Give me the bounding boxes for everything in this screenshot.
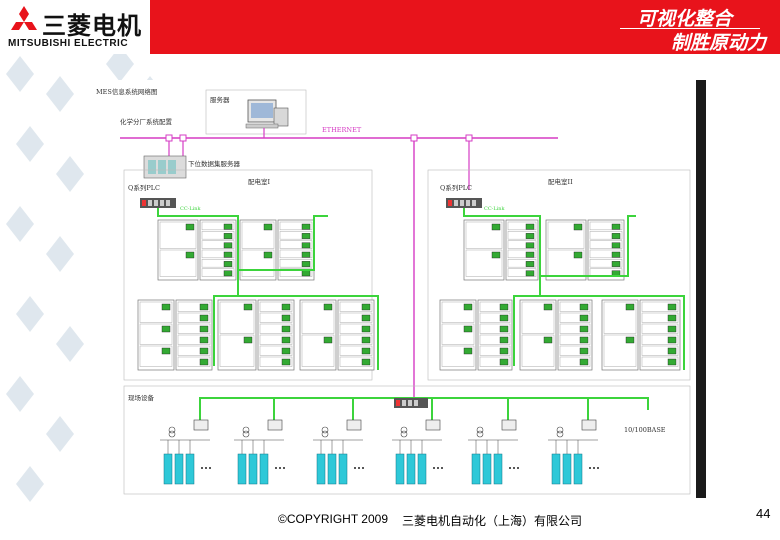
switchgear-cabinet [175,299,213,371]
bus-node [165,134,173,142]
server-label: 服务器 [210,95,230,104]
switchgear-cabinet [639,299,681,371]
footer-company-name: 三菱电机自动化（上海）有限公司 [402,514,583,528]
switchgear-cabinet [519,299,557,371]
left-plc-label: Q系列PLC [128,183,160,192]
logo-english-text: MITSUBISHI ELECTRIC [8,38,129,49]
right-network-label: CC-Link [484,206,505,212]
decorative-diamond [6,376,34,412]
bus-node [465,134,473,142]
switchgear-cabinet [199,219,237,281]
switchgear-cabinet [477,299,513,371]
right-note-label: 10/100BASE [624,426,666,434]
field-drive-group [234,419,285,485]
header-bar: 三菱电机 MITSUBISHI ELECTRIC 可视化整合 制胜原动力 [0,0,780,54]
right-plant-frame [427,169,691,381]
page-number: 44 [756,506,771,521]
slogan-line-1: 可视化整合 [636,8,732,30]
decorative-diamond [46,236,74,272]
server-box [205,89,307,135]
field-drive-group [548,419,599,485]
network-diagram: MES信息系统网络图 服务器 化学分厂系统配置 ETHERNET 下位数据集服务… [88,80,706,498]
collector-label: 下位数据集服务器 [188,159,241,168]
field-drive-group [468,419,519,485]
logo-area: 三菱电机 MITSUBISHI ELECTRIC [0,0,150,54]
decorative-diamond [6,206,34,242]
switchgear-cabinet [463,219,505,281]
switchgear-cabinet [299,299,337,371]
slogan-line-2: 制胜原动力 [670,32,766,54]
right-plc-label: Q系列PLC [440,183,472,192]
switchgear-cabinet [217,299,257,371]
left-room-label: 配电室I [248,177,271,186]
diagram-side-bar [696,80,706,498]
switchgear-cabinet [137,299,175,371]
switchgear-cabinet [557,299,593,371]
decorative-diamond [16,296,44,332]
decorative-diamond [56,156,84,192]
central-switch-icon [394,398,428,408]
switchgear-cabinet [157,219,199,281]
switchgear-cabinet [601,299,639,371]
field-drive-group [392,419,443,485]
bus-node [179,134,187,142]
left-network-label: CC-Link [180,206,201,212]
switchgear-cabinet [257,299,295,371]
left-plc-icon [140,198,176,208]
logo-chinese-text: 三菱电机 [42,12,142,40]
field-drive-group [313,419,364,485]
field-equipment-label: 现场设备 [128,393,155,402]
decorative-diamond [46,76,74,112]
switchgear-cabinet [587,219,625,281]
cc-link-network-paths [157,208,685,420]
decorative-diamond [46,416,74,452]
left-plant-frame [123,169,373,381]
right-plc-icon [446,198,482,208]
mitsubishi-diamonds-icon [11,6,37,30]
bus-node [410,134,418,142]
server-computer-icon [245,99,289,129]
ethernet-label: ETHERNET [322,126,362,134]
field-equipment-frame [123,385,691,495]
switchgear-cabinet [439,299,477,371]
footer-copyright: ©COPYRIGHT 2009 [278,512,388,526]
switchgear-cabinet [545,219,587,281]
field-drive-group [160,419,211,485]
diagram-panel [88,80,706,498]
decorative-diamond [6,56,34,92]
plant-config-label: 化学分厂系统配置 [120,117,173,126]
decorative-diamond [56,326,84,362]
switchgear-cabinet [337,299,375,371]
slogan-divider [620,28,760,29]
collector-server-icon [143,155,187,179]
decorative-diamond [16,126,44,162]
decorative-diamond [16,466,44,502]
switchgear-cabinet [505,219,539,281]
diamond-background-pattern [6,54,164,502]
decorative-diamond [106,54,134,82]
right-room-label: 配电室II [548,177,573,186]
diagram-title: MES信息系统网络图 [96,87,157,96]
